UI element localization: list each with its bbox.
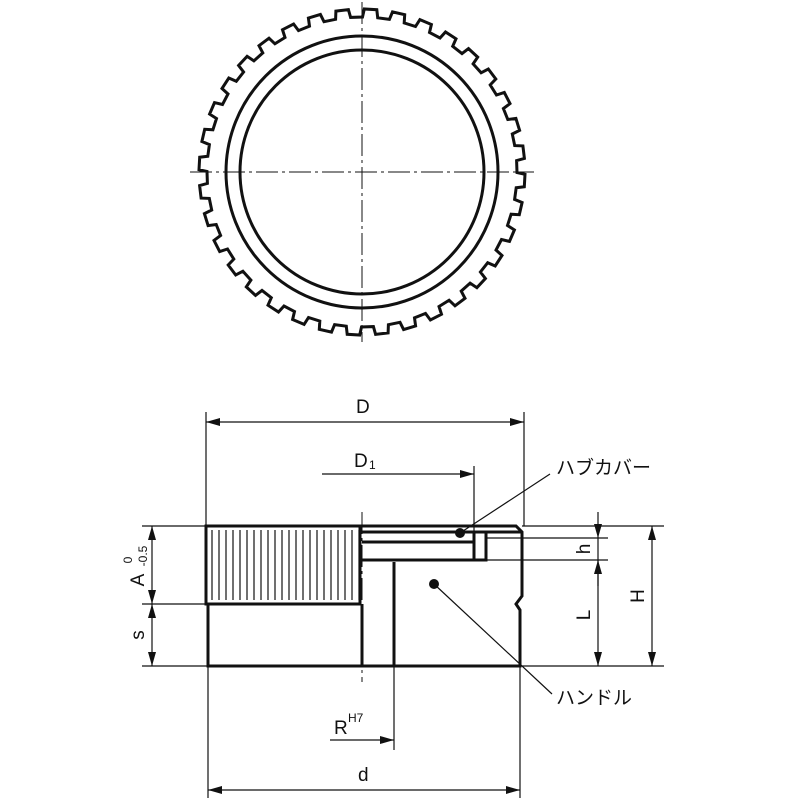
label-A-tolerance-upper: 0 [121, 556, 135, 563]
label-A-tolerance-lower: -0.5 [136, 545, 150, 566]
label-s: s [128, 630, 149, 640]
arrow-H-bottom [648, 652, 656, 666]
labels: D D 1 ハブカバー ハンドル h L H s A 0 -0.5 R H7 d [121, 397, 651, 786]
arrow-D-right [510, 418, 524, 426]
label-d: d [358, 765, 369, 786]
arrow-d-left [208, 786, 222, 794]
arrow-h-bottom [594, 560, 602, 574]
arrow-s-bottom [148, 652, 156, 666]
arrow-A-bottom [148, 590, 156, 604]
label-D1: D [354, 451, 368, 472]
label-R: R [334, 718, 348, 739]
arrow-d-right [506, 786, 520, 794]
leader-hub-cover [459, 473, 551, 534]
arrow-D-left [206, 418, 220, 426]
arrow-A-top [148, 526, 156, 540]
label-H: H [628, 589, 649, 603]
label-R-fit: H7 [348, 711, 364, 725]
label-D: D [356, 397, 370, 418]
hub-cover-cap [472, 532, 488, 562]
leader-handle [433, 583, 553, 695]
arrow-D1-right [460, 470, 474, 478]
arrow-h-top [594, 524, 602, 538]
section-view [204, 512, 524, 682]
label-A: A [128, 573, 149, 586]
dimensions [142, 412, 664, 798]
skirt-outline [206, 604, 364, 668]
arrow-s-top [148, 604, 156, 618]
label-h: h [574, 544, 595, 555]
knurl-band [204, 524, 362, 606]
arrow-H-top [648, 526, 656, 540]
top-view [190, 2, 534, 342]
arrow-R [380, 736, 394, 744]
label-L: L [574, 610, 595, 621]
knurl-lines [211, 530, 360, 600]
right-body-outline [362, 524, 524, 668]
knurled-rim-outline [197, 7, 527, 337]
label-hub-cover: ハブカバー [556, 456, 651, 479]
arrow-L-bottom [594, 652, 602, 666]
label-handle: ハンドル [556, 687, 632, 709]
label-D1-subscript: 1 [369, 458, 376, 472]
